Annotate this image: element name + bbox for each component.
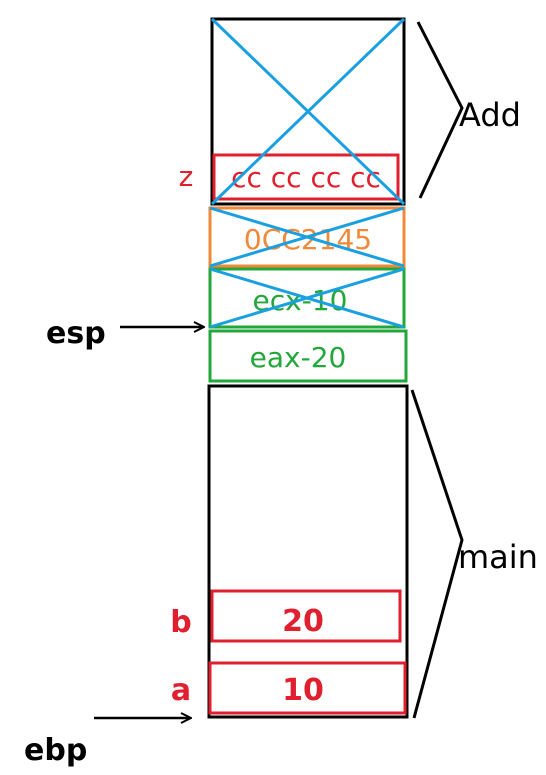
z-cell xyxy=(212,153,400,201)
a-value: 10 xyxy=(282,673,324,708)
ecx-param-cell xyxy=(208,267,406,329)
add-frame-label: Add xyxy=(459,96,521,134)
z-value: cc cc cc cc xyxy=(231,161,381,194)
b-cell xyxy=(210,589,402,643)
eax-param-cell xyxy=(208,329,408,383)
add-frame-cross-line-2 xyxy=(210,17,406,206)
b-value: 20 xyxy=(282,604,324,639)
return-address-cell xyxy=(208,206,406,268)
a-cell xyxy=(208,661,407,715)
main-frame-box xyxy=(207,384,409,719)
b-label: b xyxy=(170,605,191,640)
z-label: z xyxy=(179,160,194,193)
ecx-param-cross-line-2 xyxy=(209,267,405,329)
main-frame-bracket xyxy=(410,389,464,719)
ebp-label: ebp xyxy=(24,733,87,768)
return-address-cross-line-2 xyxy=(209,206,405,268)
esp-label: esp xyxy=(46,316,106,351)
add-frame-bracket xyxy=(416,21,464,199)
eax-param-value: eax-20 xyxy=(250,341,347,374)
a-label: a xyxy=(171,673,191,708)
main-frame-label: main xyxy=(458,538,538,576)
add-frame-box xyxy=(210,17,406,206)
